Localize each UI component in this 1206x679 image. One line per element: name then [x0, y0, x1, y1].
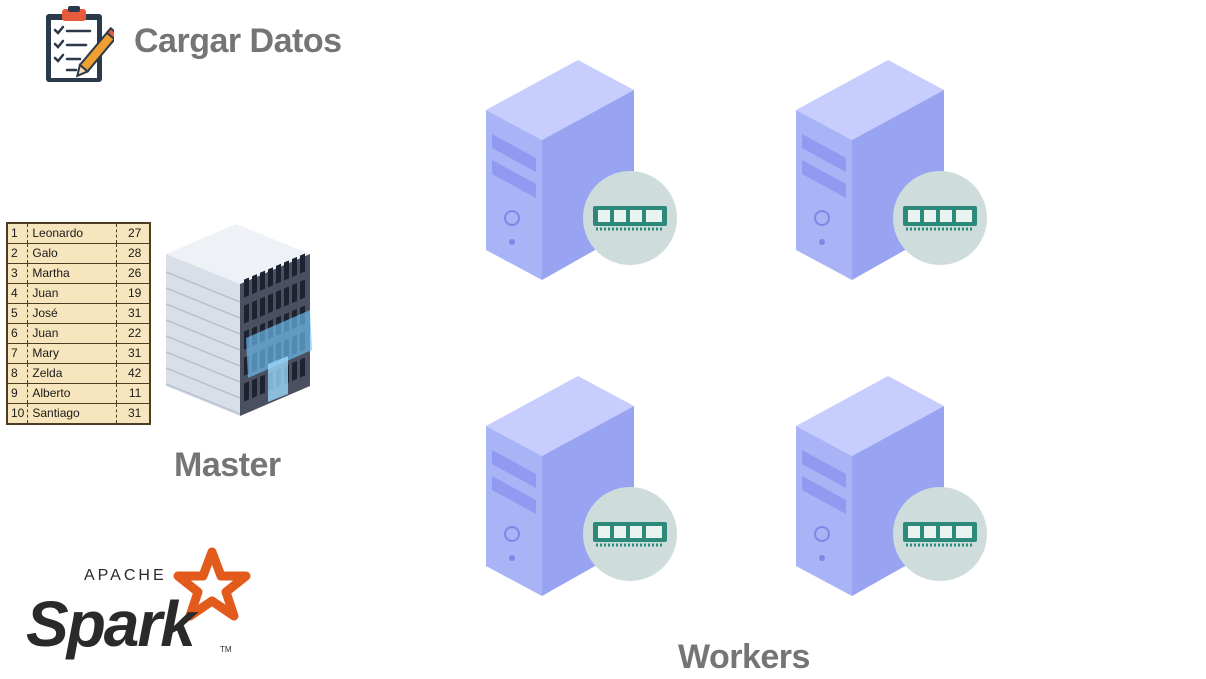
- row-age: 31: [128, 406, 142, 420]
- row-age: 26: [116, 263, 151, 284]
- row-age: 42: [116, 363, 151, 384]
- row-name: Mary: [27, 343, 118, 364]
- row-index: 4: [7, 283, 29, 304]
- row-age: 11: [116, 383, 151, 404]
- row-age: 27: [116, 223, 151, 244]
- row-name: Alberto: [27, 383, 118, 404]
- apache-text: APACHE: [84, 567, 167, 584]
- workers-label: Workers: [678, 638, 810, 676]
- memory-icon: [583, 171, 677, 265]
- row-age: 31: [116, 343, 151, 364]
- row-age: 22: [116, 323, 151, 344]
- row-name: Leonardo: [27, 223, 118, 244]
- row-age: 31: [116, 303, 151, 324]
- memory-icon: [893, 487, 987, 581]
- apache-spark-logo: APACHE Spark TM: [26, 547, 251, 660]
- page-title: Cargar Datos: [134, 22, 342, 60]
- row-name: Martha: [27, 263, 118, 284]
- clipboard-checklist-icon: [46, 6, 114, 82]
- memory-icon: [583, 487, 677, 581]
- memory-icon: [893, 171, 987, 265]
- spark-text: Spark: [26, 588, 199, 660]
- row-index: 5: [7, 303, 29, 324]
- row-index: 9: [7, 383, 29, 404]
- row-index: 1: [7, 223, 29, 244]
- worker-server-icon: [486, 376, 677, 596]
- row-name: José: [27, 303, 118, 324]
- row-index: 3: [7, 263, 29, 284]
- worker-server-icon: [796, 376, 987, 596]
- row-index: 8: [7, 363, 29, 384]
- row-name: Juan: [27, 323, 118, 344]
- row-index: 2: [7, 243, 29, 264]
- worker-server-icon: [486, 60, 677, 280]
- row-name: Santiago: [27, 403, 118, 424]
- worker-server-icon: [796, 60, 987, 280]
- trademark-text: TM: [220, 645, 232, 654]
- row-age: 19: [116, 283, 151, 304]
- row-name: Galo: [27, 243, 118, 264]
- row-age: 28: [116, 243, 151, 264]
- row-index: 7: [7, 343, 29, 364]
- master-label: Master: [174, 446, 281, 484]
- row-name: Juan: [27, 283, 118, 304]
- server-rack-icon: [165, 224, 312, 416]
- row-index: 10: [7, 403, 29, 424]
- row-index: 6: [7, 323, 29, 344]
- row-name: Zelda: [27, 363, 118, 384]
